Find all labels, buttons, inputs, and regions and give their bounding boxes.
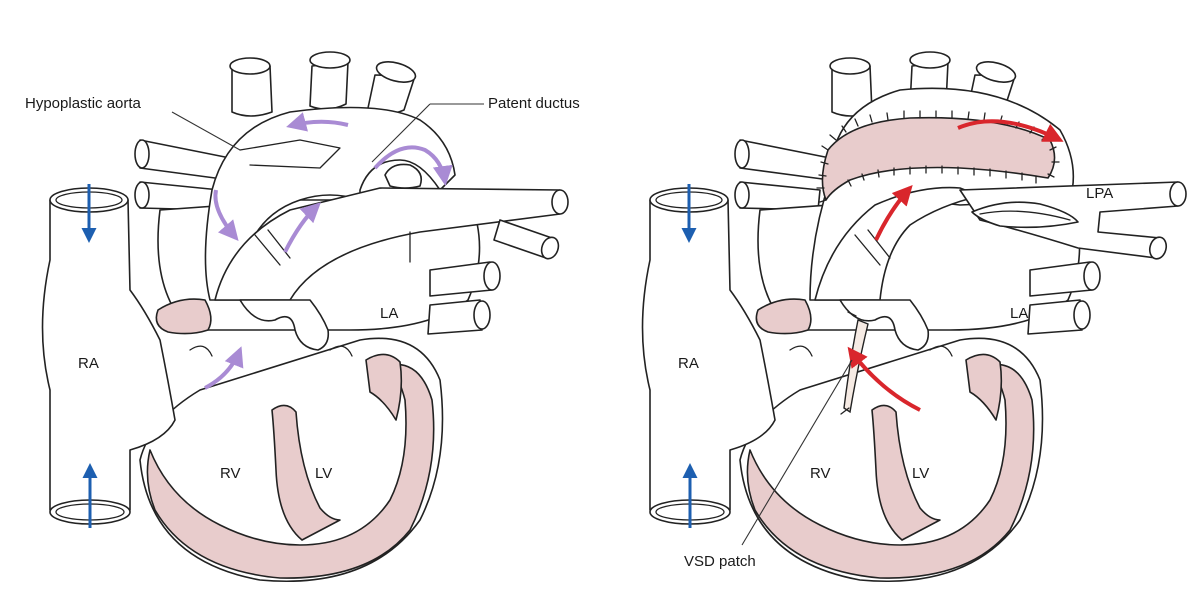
preop-flow-arrow-ascending-down <box>213 189 239 242</box>
label-patent-ductus: Patent ductus <box>488 95 580 112</box>
right-panel-postop-heart <box>641 51 1187 583</box>
right-panel-flow-arrows <box>681 119 1064 528</box>
preop-flow-arrow-ductus-left <box>373 145 453 186</box>
preop-flow-arrow-rv-outflow <box>204 346 244 390</box>
label-la-right: LA <box>1010 305 1028 322</box>
label-la: LA <box>380 305 398 322</box>
left-panel-preop-heart <box>41 51 569 583</box>
suture-line <box>816 110 1060 203</box>
label-ra-right: RA <box>678 355 699 372</box>
postop-flow-arrow-neoaorta <box>874 185 913 241</box>
label-hypoplastic-aorta: Hypoplastic aorta <box>25 95 142 112</box>
left-panel-flow-arrows <box>81 112 453 528</box>
left-panel-labels: Hypoplastic aorta Patent ductus RA LA RV… <box>25 95 580 482</box>
right-panel-labels: VSD patch RA LA RV LV LPA <box>678 185 1113 570</box>
label-lpa: LPA <box>1086 185 1113 202</box>
label-rv: RV <box>220 465 241 482</box>
preop-flow-arrow-pa-up <box>283 202 321 253</box>
label-rv-right: RV <box>810 465 831 482</box>
postop-flow-arrow-arch <box>957 119 1064 142</box>
label-vsd-patch: VSD patch <box>684 553 756 570</box>
label-ra: RA <box>78 355 99 372</box>
label-lv: LV <box>315 465 332 482</box>
postop-flow-arrow-lv-to-aorta <box>847 346 921 412</box>
preop-flow-arrow-arch-right <box>286 112 349 132</box>
label-lv-right: LV <box>912 465 929 482</box>
